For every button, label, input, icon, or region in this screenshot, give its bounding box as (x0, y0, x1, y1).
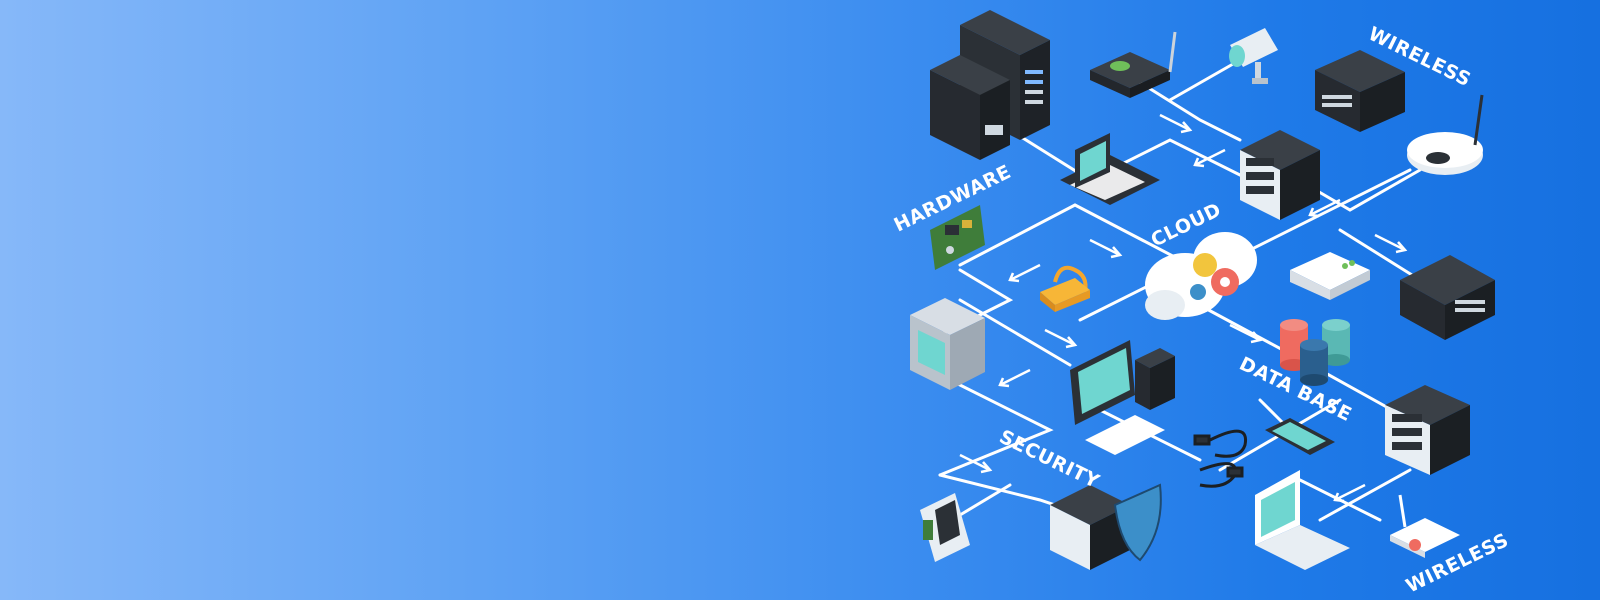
arrow-icon (1044, 328, 1078, 349)
lock-icon (1040, 265, 1090, 312)
desktop-computer-icon (1070, 340, 1175, 455)
smartphone-icon (1265, 418, 1335, 455)
server-rack-icon (930, 10, 1050, 160)
server-rack-icon (1385, 385, 1470, 475)
database-icon (1280, 319, 1350, 386)
server-rack-icon (1240, 130, 1320, 220)
arrow-icon (959, 453, 993, 474)
arrow-icon (998, 368, 1031, 388)
arrow-icon (1008, 263, 1041, 283)
wireless-router-icon (1407, 94, 1484, 175)
modem-icon (1290, 252, 1370, 300)
crt-monitor-icon (910, 298, 985, 390)
arrow-icon (1159, 113, 1193, 134)
security-camera-icon (1229, 28, 1278, 84)
laptop-icon (1060, 133, 1160, 205)
arrow-icon (1193, 148, 1226, 168)
arrow-icon (1333, 483, 1366, 503)
server-box-icon (1400, 255, 1495, 340)
shield-icon (1113, 483, 1162, 562)
keypad-icon (920, 493, 970, 562)
gear-icon (1193, 253, 1217, 277)
arrow-icon (1308, 198, 1341, 218)
arrow-icon (1374, 233, 1408, 254)
arrow-icon (1089, 238, 1123, 259)
cable-icon (1193, 429, 1248, 488)
wireless-router-icon (1390, 494, 1460, 558)
server-shield-icon (1050, 483, 1162, 570)
cloud-gears-icon (1145, 232, 1257, 320)
gear-icon (1190, 284, 1206, 300)
server-box-icon (1315, 50, 1405, 132)
laptop-icon (1255, 470, 1350, 570)
label-security: SECURITY (996, 426, 1103, 493)
flow-arrows (959, 113, 1408, 503)
router-icon (1090, 31, 1177, 98)
circuit-board-icon (930, 205, 985, 270)
arrow-icon (1229, 323, 1263, 344)
